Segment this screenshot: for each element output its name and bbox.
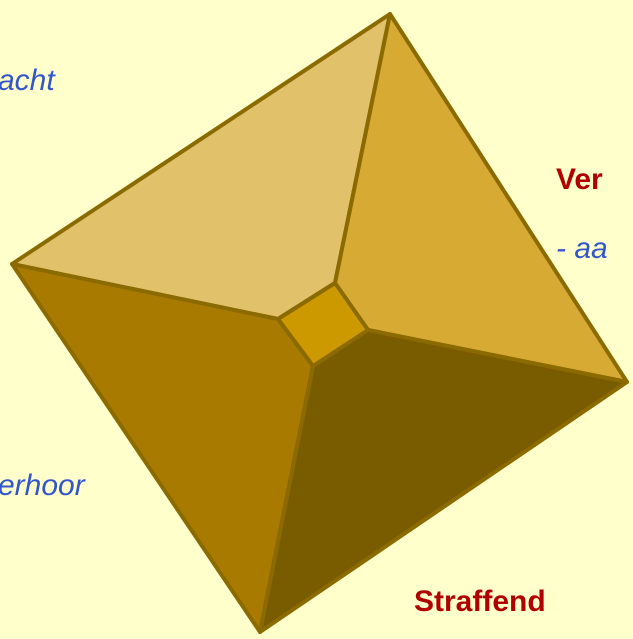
label-right-heading: Ver — [556, 163, 603, 196]
label-top-left: acht — [0, 64, 55, 97]
pyramid-face-left — [10, 262, 315, 634]
label-bottom-left: erhoor — [0, 469, 85, 502]
pyramid-center-square — [276, 281, 370, 368]
label-bottom-right: Straffend — [414, 585, 546, 618]
pyramid-face-right — [333, 12, 629, 384]
pyramid-face-top — [10, 12, 392, 321]
label-right-sub: - aa — [556, 232, 608, 265]
